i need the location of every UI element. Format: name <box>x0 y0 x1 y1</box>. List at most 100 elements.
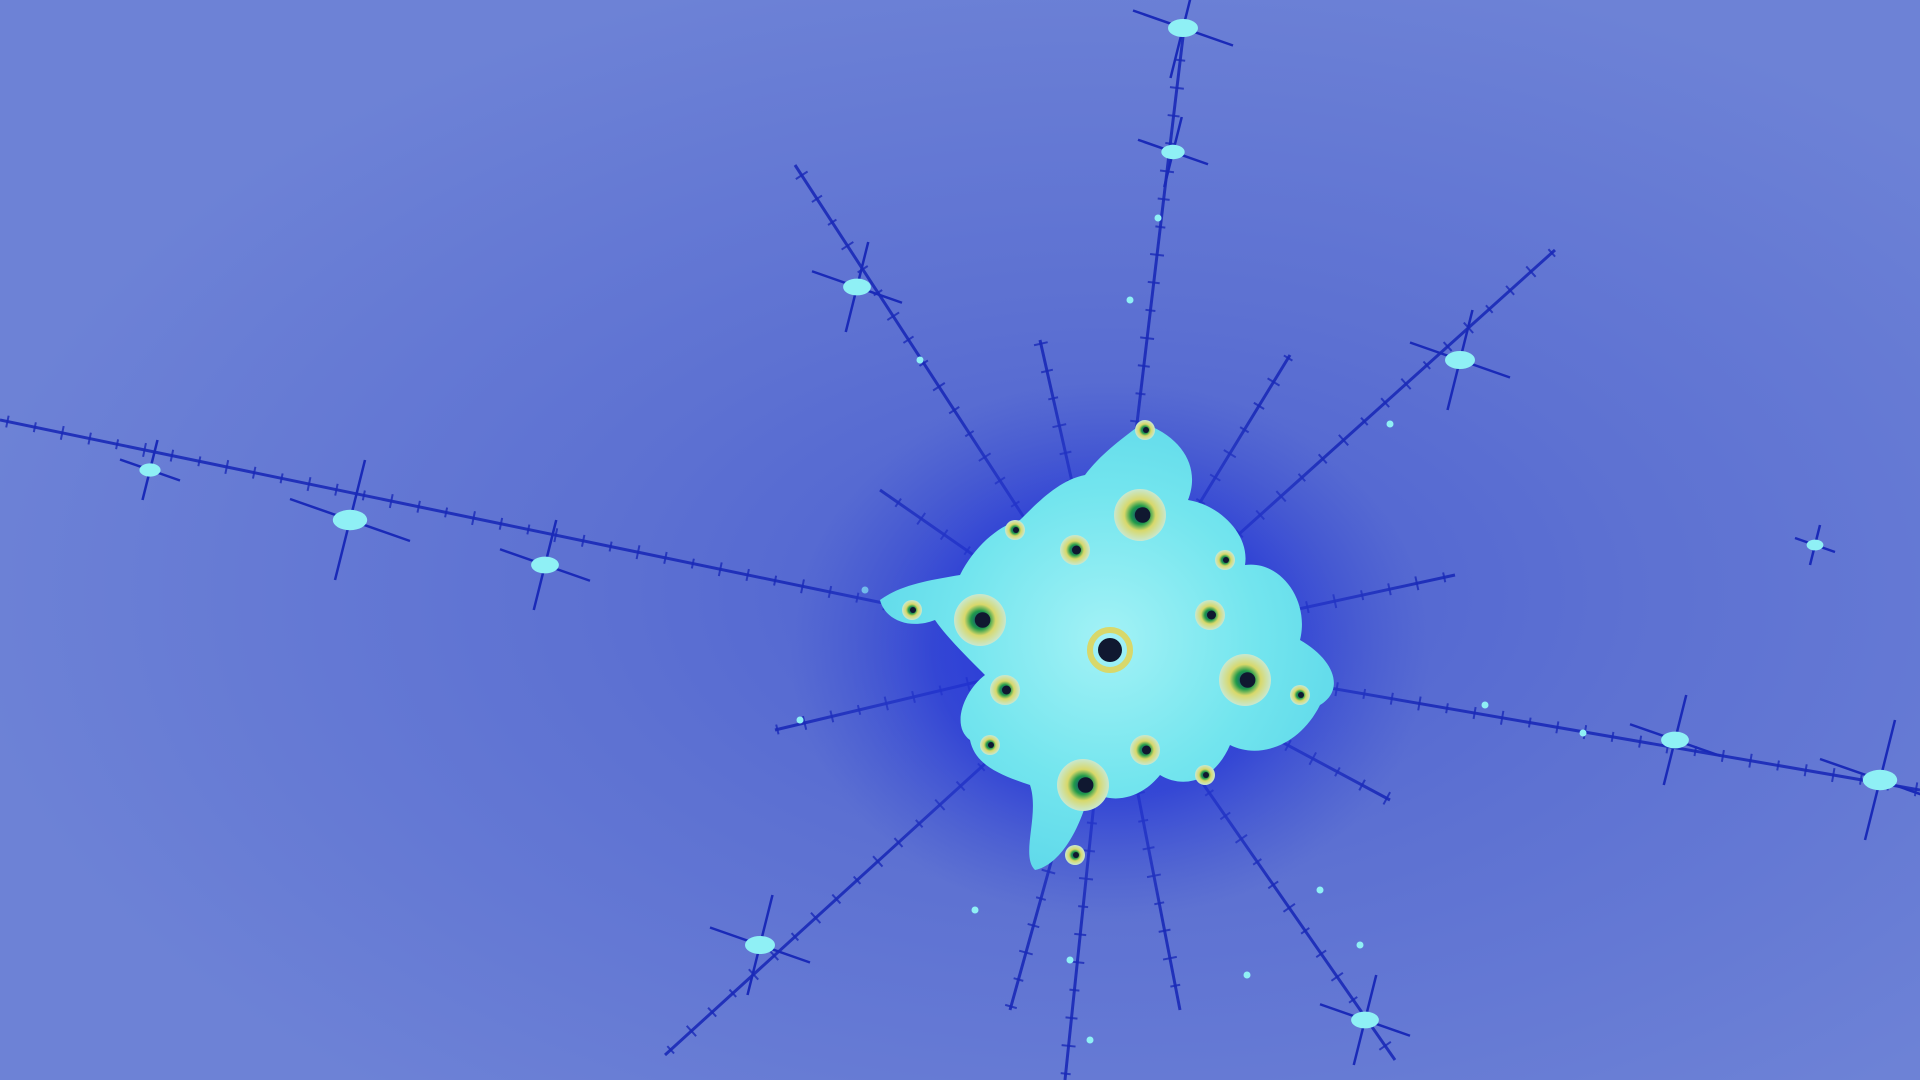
filament-tick <box>608 541 613 552</box>
minibrot-node <box>1351 1011 1379 1029</box>
spiral-center <box>910 607 916 613</box>
filament-tick <box>1913 782 1919 797</box>
filament-tick <box>251 466 257 479</box>
filament-tick <box>142 442 147 458</box>
filament-tick <box>1175 58 1186 62</box>
minibrot-dot <box>1154 214 1162 222</box>
core-center <box>1098 638 1122 662</box>
filament-tick <box>1330 971 1344 982</box>
filament-tick <box>1610 731 1615 742</box>
filament-tick <box>498 517 504 530</box>
filament-tick <box>745 568 750 582</box>
minibrot-node <box>745 936 775 954</box>
minibrot-dot <box>1579 729 1587 737</box>
filament-tick <box>773 575 778 586</box>
spiral-center <box>1142 745 1151 755</box>
filament-tick <box>1169 86 1184 90</box>
filament-tick <box>918 359 929 367</box>
filament-tick <box>1555 721 1560 734</box>
filament-tick <box>790 932 800 942</box>
filament-tick <box>1859 774 1863 785</box>
filament-tick <box>1527 717 1532 728</box>
filament-tick <box>1442 341 1453 352</box>
filament-tick <box>1315 949 1327 959</box>
filament-tick <box>1348 996 1358 1004</box>
filament-tick <box>1149 252 1165 257</box>
filament-tick <box>1720 749 1725 763</box>
minibrot-dot <box>916 356 924 364</box>
minibrot-node <box>843 278 871 296</box>
spiral-center <box>1134 507 1151 523</box>
filament-tick <box>1638 735 1643 748</box>
filament-tick <box>1748 753 1753 768</box>
filament-tick <box>1547 248 1556 258</box>
filament-tick <box>1267 880 1279 890</box>
filament-tick <box>1013 977 1024 982</box>
minibrot-node <box>531 556 559 574</box>
filament-tick <box>388 494 394 509</box>
filament-tick <box>1445 703 1449 714</box>
spiral-center <box>974 612 991 628</box>
spiral-center <box>1077 777 1094 793</box>
filament-tick <box>1018 949 1033 956</box>
minibrot-dot <box>971 906 979 914</box>
filament-tick <box>666 1045 675 1055</box>
filament-tick <box>728 988 737 998</box>
minibrot-dot <box>1356 941 1364 949</box>
filament-tick <box>1033 341 1048 347</box>
minibrot-dot <box>1126 296 1134 304</box>
filament-tick <box>1167 114 1180 118</box>
filament-tick <box>811 194 823 203</box>
filament-tick <box>1065 1016 1078 1020</box>
filament-tick <box>1282 903 1296 913</box>
minibrot-dot <box>536 562 544 570</box>
minibrot-node <box>1862 769 1898 791</box>
filament-tick <box>1137 364 1150 368</box>
filament-tick <box>224 459 230 475</box>
filament-tick <box>197 456 202 467</box>
minibrot-dot <box>1481 701 1489 709</box>
filament-tick <box>1422 360 1431 370</box>
minibrot-node <box>139 463 161 477</box>
filament-tick <box>690 558 695 569</box>
minibrot-dot <box>1243 971 1251 979</box>
filament-tick <box>580 534 586 547</box>
filament-tick <box>1170 983 1181 988</box>
filament-tick <box>59 425 65 440</box>
filament-tick <box>685 1025 697 1037</box>
filament-tick <box>444 507 449 518</box>
filament-tick <box>795 170 809 180</box>
filament-tick <box>1380 397 1390 408</box>
filament-tick <box>635 545 641 560</box>
filament-tick <box>1505 285 1515 296</box>
filament-tick <box>1027 922 1040 929</box>
filament-tick <box>1382 791 1391 805</box>
filament-tick <box>1300 927 1310 935</box>
spiral-center <box>1072 545 1081 555</box>
filament-tick <box>1831 767 1836 783</box>
filament-tick <box>1485 304 1494 314</box>
minibrot-node <box>332 509 368 531</box>
filament-tick <box>886 311 900 321</box>
minibrot-dot <box>1316 886 1324 894</box>
filament-tick <box>1074 932 1087 937</box>
filament-tick <box>932 382 946 392</box>
spiral-center <box>1223 557 1229 563</box>
filament-tick <box>32 422 37 433</box>
filament-tick <box>1145 308 1156 312</box>
spiral-center <box>1143 427 1149 433</box>
minibrot-dot <box>1386 420 1394 428</box>
filament-tick <box>1061 1044 1076 1048</box>
filament-tick <box>1157 197 1170 201</box>
filament-tick <box>1060 1072 1071 1076</box>
filament-tick <box>1500 710 1505 725</box>
fractal-minibrots <box>119 0 1920 1066</box>
filament-tick <box>1283 354 1293 362</box>
filament-tick <box>902 335 915 344</box>
filament-tick <box>115 439 120 450</box>
filament-tick <box>948 406 960 415</box>
minibrot-dot <box>1066 956 1074 964</box>
filament-tick <box>1069 988 1080 992</box>
filament-tick <box>810 912 822 924</box>
